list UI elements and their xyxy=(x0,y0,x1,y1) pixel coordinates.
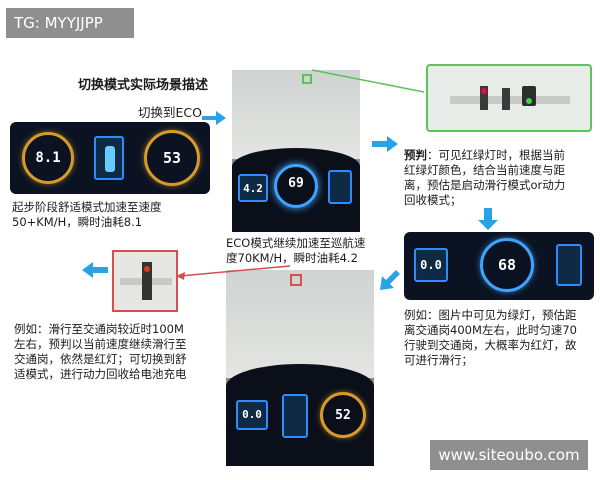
traffic-light-icon xyxy=(522,86,536,106)
red-connector xyxy=(176,265,291,280)
eco-fuel-box xyxy=(238,174,268,202)
step5-text: 例如：滑行至交通岗较近时100M 左右，预判以当前速度继续滑行至 交通岗，依然是… xyxy=(14,322,187,382)
arrow-right-icon xyxy=(202,110,226,125)
traffic-light-icon xyxy=(142,262,152,300)
car-icon xyxy=(105,146,115,172)
step2-text: ECO模式继续加速至巡航速 度70KM/H，瞬时油耗4.2 xyxy=(226,236,365,266)
step3-line1: ：可见红绿灯时，根据当前 xyxy=(427,148,565,162)
switch-label: 切换到ECO xyxy=(138,105,202,120)
arrow-right-icon xyxy=(372,136,398,152)
dashboard-comfort: 8.1 53 xyxy=(10,122,210,194)
watermark-tag: TG: MYYJJPP xyxy=(6,8,134,38)
step3-line2: 红绿灯颜色，结合当前速度与距 xyxy=(404,163,565,177)
step4-text: 例如：图片中可见为绿灯，预估距 离交通岗400M左右，此时匀速70 行驶到交通岗… xyxy=(404,308,577,368)
photo-eco-road: 69 4.2 xyxy=(232,70,360,232)
traffic-light-icon xyxy=(480,86,488,110)
step1-text: 起步阶段舒适模式加速至速度 50+KM/H，瞬时油耗8.1 xyxy=(12,200,162,230)
arrow-down-left-icon xyxy=(380,270,400,290)
eco-car-box xyxy=(328,170,352,204)
step4-line4: 可进行滑行； xyxy=(404,353,473,367)
step5-line4: 适模式，进行动力回收给电池充电 xyxy=(14,367,187,381)
page-title: 切换模式实际场景描述 xyxy=(78,78,209,93)
speed-gauge: 53 xyxy=(144,130,200,186)
step3-line4: 回收模式； xyxy=(404,193,462,207)
step5-line2: 左右，预判以当前速度继续滑行至 xyxy=(14,337,187,351)
step4-line1: 例如：图片中可见为绿灯，预估距 xyxy=(404,308,577,322)
arrow-down-icon xyxy=(478,208,498,230)
car-display xyxy=(94,136,124,180)
eco-fuel-value: 4.2 xyxy=(243,182,263,195)
zoom-traffic-light-green xyxy=(426,64,592,132)
coast-fuel-value: 0.0 xyxy=(420,258,442,272)
coast-speed-gauge: 68 xyxy=(480,238,534,292)
step3-line3: 离，预估是启动滑行模式or动力 xyxy=(404,178,566,192)
speed-value: 53 xyxy=(162,149,182,167)
fuel-gauge: 8.1 xyxy=(22,132,74,184)
coast-fuel-box xyxy=(414,248,448,282)
traffic-light-marker xyxy=(302,74,312,84)
step5-line3: 交通岗，依然是红灯；可切换到舒 xyxy=(14,352,187,366)
photo-coast-road: 0.0 52 xyxy=(226,270,374,466)
step4-line2: 离交通岗400M左右，此时匀速70 xyxy=(404,323,578,337)
regen-car-box xyxy=(282,394,308,438)
step1-line2: 50+KM/H，瞬时油耗8.1 xyxy=(12,215,143,229)
green-connector xyxy=(311,69,425,93)
traffic-light-marker xyxy=(290,274,302,286)
fuel-value: 8.1 xyxy=(35,150,61,166)
coast-speed-value: 68 xyxy=(497,256,517,274)
eco-speed-value: 69 xyxy=(288,176,304,191)
traffic-light-icon xyxy=(502,88,510,110)
regen-speed-value: 52 xyxy=(335,407,351,423)
regen-fuel-box xyxy=(236,400,268,430)
regen-fuel-value: 0.0 xyxy=(242,408,262,421)
eco-speed-gauge xyxy=(274,164,318,208)
step2-line1: ECO模式继续加速至巡航速 xyxy=(226,236,366,250)
step5-line1: 例如：滑行至交通岗较近时100M xyxy=(14,322,184,336)
regen-speed-gauge: 52 xyxy=(320,392,366,438)
coast-car-box xyxy=(556,244,582,286)
step2-line2: 度70KM/H，瞬时油耗4.2 xyxy=(226,251,358,265)
step3-lead: 预判 xyxy=(404,148,427,162)
step1-line1: 起步阶段舒适模式加速至速度 xyxy=(12,200,162,214)
watermark-site: www.siteoubo.com xyxy=(430,440,588,470)
arrow-left-icon xyxy=(82,262,108,278)
step3-text: 预判：可见红绿灯时，根据当前 红绿灯颜色，结合当前速度与距 离，预估是启动滑行模… xyxy=(404,148,565,208)
dashboard-coast: 0.0 68 xyxy=(404,232,594,300)
zoom-traffic-light-red xyxy=(112,250,178,312)
step4-line3: 行驶到交通岗，大概率为红灯，故 xyxy=(404,338,577,352)
